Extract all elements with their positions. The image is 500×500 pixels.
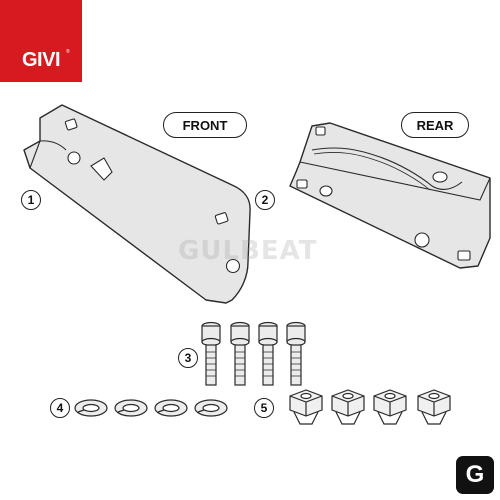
bolt-set — [201, 321, 306, 386]
callout-2: 2 — [255, 190, 275, 210]
gulbeat-logo-icon: G — [456, 456, 494, 494]
front-label: FRONT — [163, 112, 247, 138]
rear-bracket — [289, 122, 491, 269]
washer-set — [74, 399, 228, 417]
brand-logo-text: GIVI — [21, 49, 61, 71]
callout-4: 4 — [50, 398, 70, 418]
spring-washer — [74, 399, 108, 417]
callout-1: 1 — [21, 190, 41, 210]
bolt — [201, 321, 221, 386]
callout-5: 5 — [254, 398, 274, 418]
spring-washer — [194, 399, 228, 417]
bolt — [230, 321, 250, 386]
brand-logo: GIVI ® — [0, 0, 82, 82]
front-bracket — [23, 104, 251, 304]
brand-logo-mark: ® — [66, 49, 70, 55]
bolt — [286, 321, 306, 386]
cage-nut — [373, 389, 407, 425]
cage-nut — [289, 389, 323, 425]
badge-glyph: G — [465, 461, 485, 488]
callout-3: 3 — [178, 348, 198, 368]
cage-nut — [331, 389, 365, 425]
spring-washer — [154, 399, 188, 417]
cage-nut-set — [289, 389, 451, 425]
spring-washer — [114, 399, 148, 417]
bolt — [258, 321, 278, 386]
cage-nut — [417, 389, 451, 425]
watermark-text: GULBEAT — [178, 236, 318, 266]
rear-label: REAR — [401, 112, 469, 138]
